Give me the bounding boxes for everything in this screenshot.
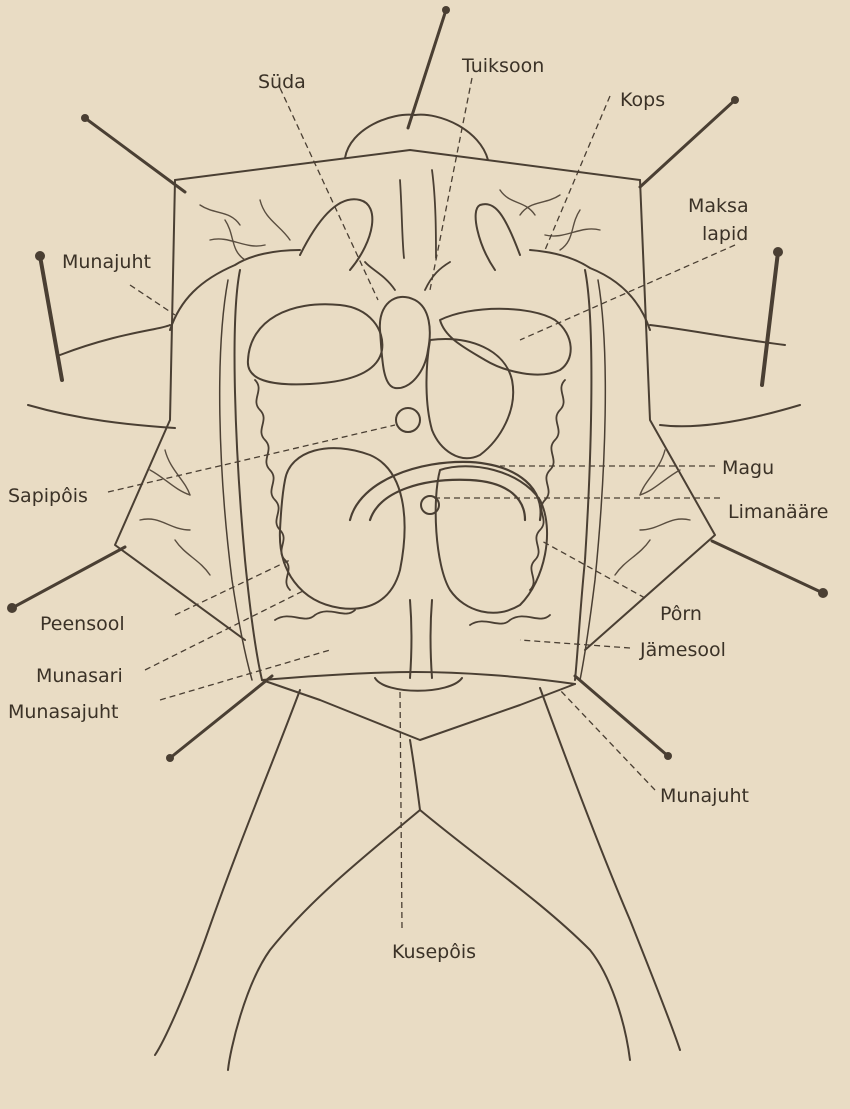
label-magu: Magu — [722, 457, 774, 479]
large-intestine — [410, 600, 432, 678]
ovary-left — [280, 448, 405, 609]
label-jamesool: Jämesool — [639, 639, 726, 661]
label-porn: Pôrn — [660, 603, 702, 625]
label-lapid: lapid — [702, 223, 748, 245]
lung-right — [476, 204, 520, 270]
gall-bladder — [396, 408, 420, 432]
skin-veins — [140, 190, 690, 575]
small-intestine-loop — [350, 462, 541, 520]
pin-upper-left — [81, 114, 185, 192]
urinary-bladder — [375, 678, 462, 691]
label-munasajuht: Munasajuht — [8, 701, 118, 723]
label-kops: Kops — [620, 89, 665, 111]
bottom-coils — [275, 610, 550, 625]
label-peensool: Peensool — [40, 613, 125, 635]
label-maksa: Maksa — [688, 195, 749, 217]
pin-lower-right — [575, 676, 672, 760]
pin-mid-right — [712, 541, 828, 598]
pin-top — [408, 6, 450, 128]
label-kusepois: Kusepôis — [392, 941, 476, 963]
pin-right-side — [762, 247, 783, 385]
label-suda: Süda — [258, 71, 306, 93]
pin-lower-left — [166, 676, 272, 762]
label-munajuht-bottom: Munajuht — [660, 785, 749, 807]
label-munajuht-top: Munajuht — [62, 251, 151, 273]
heart — [380, 297, 430, 388]
pin-left-side — [35, 251, 62, 380]
label-sapipois: Sapipôis — [8, 485, 88, 507]
label-munasari: Munasari — [36, 665, 123, 687]
organs — [248, 199, 571, 691]
label-limanaare: Limanääre — [728, 501, 828, 523]
stomach — [426, 339, 513, 458]
truncus-arteriosus — [365, 262, 450, 290]
pin-mid-left — [7, 547, 125, 613]
liver-left-lobe — [248, 304, 382, 384]
label-tuiksoon: Tuiksoon — [461, 55, 544, 77]
coiled-intestine-right — [530, 380, 565, 590]
